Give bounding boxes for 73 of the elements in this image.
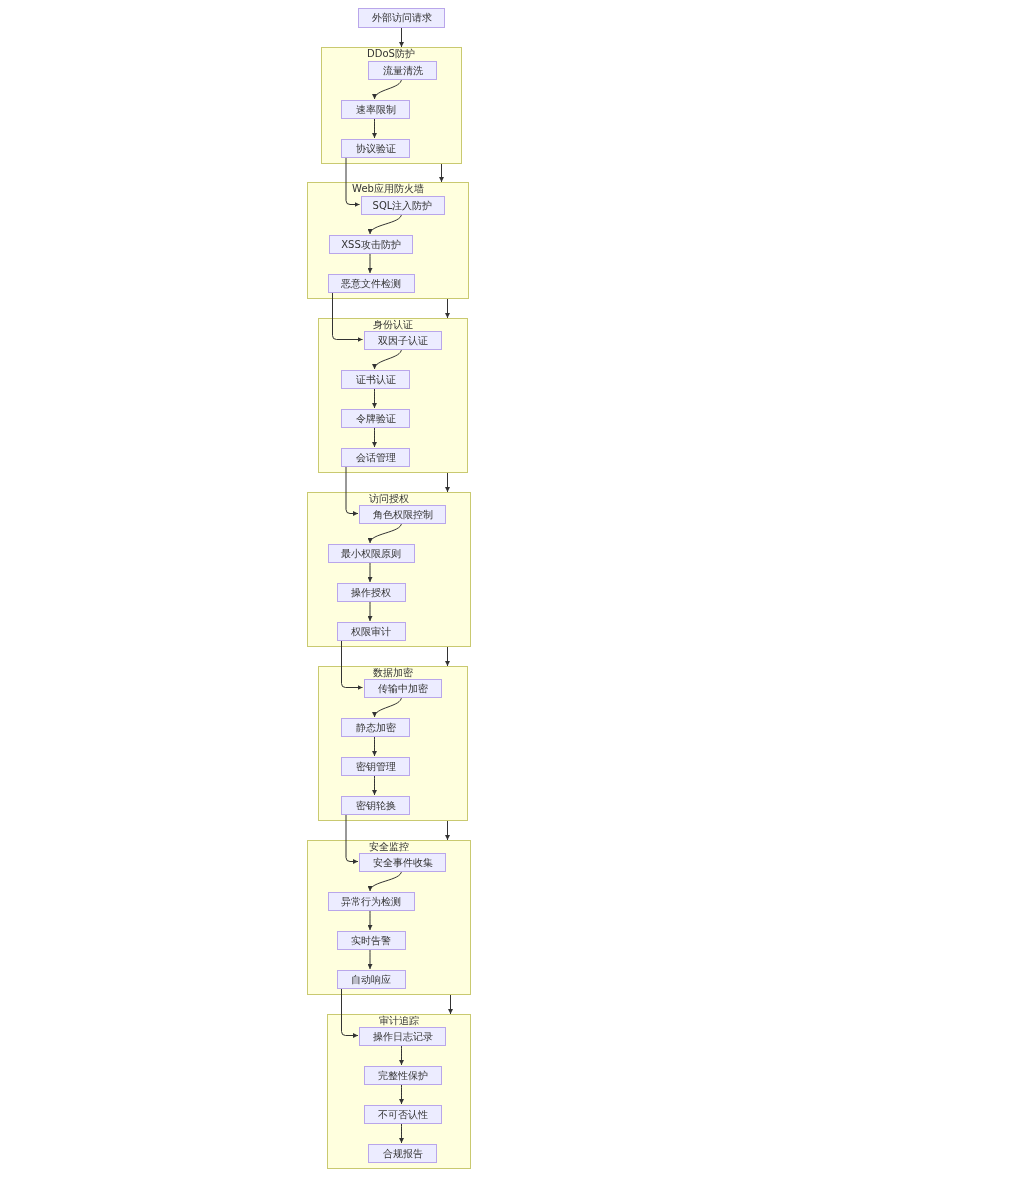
arrow: [372, 774, 377, 796]
process-box: 传输中加密: [363, 679, 442, 698]
process-box: 令牌验证: [341, 409, 410, 428]
process-box: 密钥管理: [341, 757, 410, 776]
arrow: [345, 813, 359, 864]
group-box: [307, 840, 471, 995]
process-box: 异常行为检测: [327, 892, 415, 911]
process-box: 不可否认性: [363, 1105, 442, 1124]
arrow: [373, 348, 402, 370]
process-box: 操作授权: [336, 583, 406, 602]
group-box: [320, 47, 462, 164]
process-box: 实时告警: [336, 931, 406, 950]
arrow: [372, 735, 377, 757]
group-box: [317, 318, 468, 473]
arrow: [399, 1122, 404, 1144]
process-box: XSS攻击防护: [329, 235, 413, 254]
process-box: 协议验证: [341, 139, 410, 158]
group-title: 访问授权: [368, 493, 409, 504]
arrow: [399, 1083, 404, 1105]
arrow: [445, 646, 450, 667]
process-box: 安全事件收集: [359, 853, 446, 872]
group-title: 身份认证: [372, 319, 413, 330]
arrow: [372, 426, 377, 448]
process-box: 最小权限原则: [327, 544, 415, 563]
group-title: Web应用防火墙: [352, 183, 424, 194]
arrow: [445, 298, 450, 319]
arrow: [345, 156, 360, 207]
process-box: 速率限制: [341, 100, 410, 119]
arrow: [439, 163, 444, 183]
process-box: 权限审计: [336, 622, 406, 641]
arrow: [345, 465, 359, 516]
arrow: [367, 909, 373, 931]
process-box: 完整性保护: [363, 1066, 442, 1085]
group-title: DDoS防护: [367, 48, 415, 59]
process-box: 操作日志记录: [359, 1027, 446, 1046]
process-box: 恶意文件检测: [327, 274, 415, 293]
arrow: [368, 522, 402, 544]
process-box: 证书认证: [341, 370, 410, 389]
arrow: [341, 639, 363, 690]
arrow: [372, 117, 377, 139]
process-box: 角色权限控制: [359, 505, 446, 524]
arrow: [332, 291, 363, 342]
group-title: 安全监控: [368, 841, 409, 852]
process-box: 合规报告: [368, 1144, 437, 1163]
process-box: 会话管理: [341, 448, 410, 467]
group-box: [307, 182, 469, 299]
arrow: [448, 994, 453, 1015]
process-box: 静态加密: [341, 718, 410, 737]
process-box: SQL注入防护: [360, 196, 445, 215]
process-box: 双因子认证: [363, 331, 442, 350]
group-title: 数据加密: [372, 667, 413, 678]
arrow: [399, 1044, 404, 1066]
group-box: [307, 492, 471, 647]
process-box: 密钥轮换: [341, 796, 410, 815]
arrow: [373, 78, 402, 100]
process-box: 流量清洗: [368, 61, 437, 80]
process-box: 外部访问请求: [358, 8, 445, 28]
group-box: [317, 666, 468, 821]
arrow: [367, 948, 373, 970]
group-title: 审计追踪: [378, 1015, 419, 1026]
arrow: [367, 600, 373, 622]
arrow: [367, 561, 373, 583]
group-box: [326, 1014, 471, 1169]
arrow: [368, 870, 402, 892]
arrow: [368, 213, 402, 235]
arrow: [399, 27, 404, 48]
arrow: [367, 252, 373, 274]
arrow: [372, 387, 377, 409]
arrow: [341, 987, 359, 1038]
arrow: [445, 820, 450, 841]
process-box: 自动响应: [336, 970, 406, 989]
arrow: [373, 696, 402, 718]
arrow: [445, 472, 450, 493]
